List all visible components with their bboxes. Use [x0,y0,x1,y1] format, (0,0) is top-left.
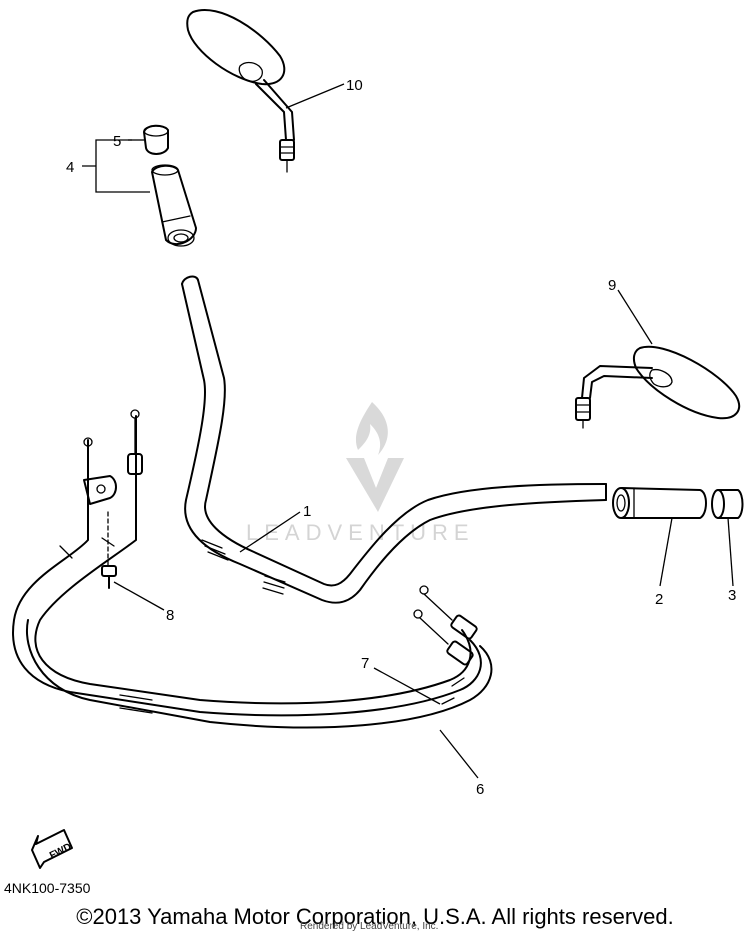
callout-3: 3 [728,587,736,604]
part-6-throttle-cable [26,585,493,729]
diagram-code: 4NK100-7350 [4,880,91,896]
leader-9 [617,289,653,345]
fwd-arrow-icon [31,829,73,869]
callout-1: 1 [303,503,311,520]
callout-5: 5 [113,133,121,150]
leader-3 [727,517,734,587]
part-2-throttle-grip [612,487,707,519]
callout-6: 6 [476,781,484,798]
part-7-throttle-cable [12,409,482,717]
watermark-text: LEADVENTURE [246,520,475,545]
callout-8: 8 [166,607,174,624]
leader-2 [659,517,673,587]
fwd-label: FWD [48,842,73,862]
callout-7: 7 [361,655,369,672]
part-5-grip-end-cap [143,124,169,155]
leader-6 [439,729,479,779]
rendered-by-notice: Rendered by LeadVenture, Inc. [300,921,439,932]
fwd-arrow: FWD [31,829,73,869]
leadventure-watermark: LEADVENTURE [246,402,475,545]
callout-4: 4 [66,159,74,176]
part-4-grip-left [151,164,197,247]
leader-8 [113,581,165,611]
copyright-notice: ©2013 Yamaha Motor Corporation, U.S.A. A… [76,904,674,929]
part-10-mirror-left [186,9,295,173]
part-1-handlebar [181,275,607,604]
part-8-screw [101,511,117,589]
callout-2: 2 [655,591,663,608]
flame-logo-icon [355,402,388,455]
leader-1 [239,511,301,553]
part-9-mirror-right [575,345,741,429]
callout-9: 9 [608,277,616,294]
leader-10 [285,83,345,109]
leader-7 [373,667,441,705]
v-logo-icon [346,458,404,512]
callout-10: 10 [346,77,363,94]
bracket-4-5 [82,139,150,193]
part-3-grip-end-cap [711,489,744,519]
